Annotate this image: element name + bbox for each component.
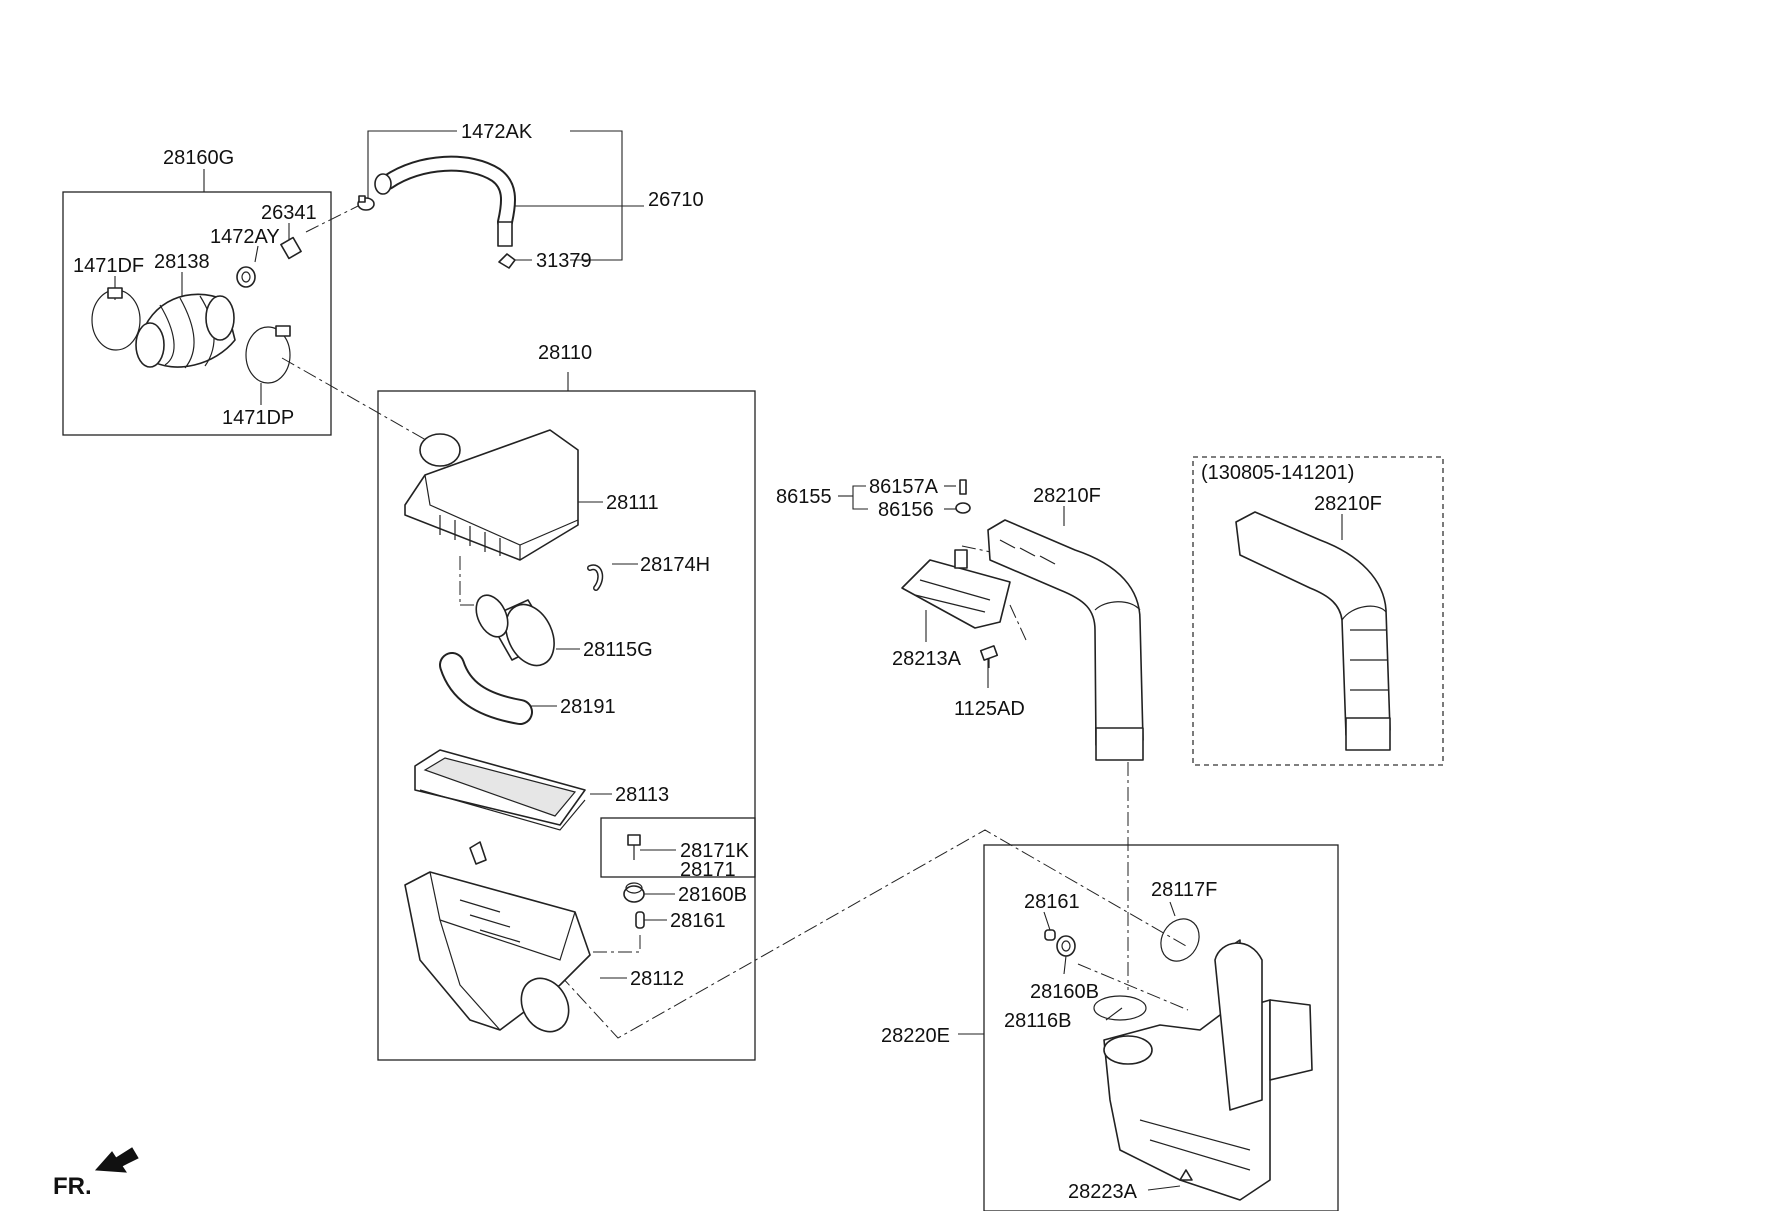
group-box-28110 [377, 390, 756, 1061]
label-1472AY: 1472AY [210, 226, 280, 248]
label-28113: 28113 [615, 784, 669, 806]
front-arrow-icon [94, 1147, 139, 1173]
seal-28116B-icon [1093, 995, 1147, 1021]
bolt-1125AD-icon [979, 645, 999, 668]
label-1471DF: 1471DF [73, 255, 144, 277]
clip-28223A-icon [1179, 1169, 1193, 1181]
label-28115G: 28115G [583, 639, 653, 661]
bracket-28213A-icon [901, 549, 1011, 629]
label-1125AD: 1125AD [954, 698, 1025, 720]
label-86157A: 86157A [869, 476, 939, 498]
hose-clamp-icon [357, 195, 375, 211]
intake-duct-28210F-icon [987, 519, 1144, 761]
nipple-26341-icon [280, 236, 302, 260]
clamp-1471DF-icon [91, 287, 141, 351]
label-28220E: 28220E [881, 1025, 950, 1047]
label-28116B: 28116B [1004, 1010, 1071, 1032]
label-86155: 86155 [776, 486, 832, 508]
seal-28117F-icon [1160, 918, 1200, 962]
label-28161-a: 28161 [670, 910, 726, 932]
resonator-28115G-icon [475, 594, 555, 667]
label-28112: 28112 [630, 968, 684, 990]
filter-element-28113-icon [414, 749, 586, 831]
label-31379: 31379 [536, 250, 592, 272]
clamp-1472AY-icon [236, 266, 256, 288]
label-1471DP: 1471DP [222, 407, 294, 429]
screw-86157A-icon [959, 479, 967, 495]
label-28171: 28171 [680, 859, 736, 881]
label-28138: 28138 [154, 251, 210, 273]
group-box-28160G [62, 191, 332, 436]
label-28213A: 28213A [892, 648, 962, 670]
clamp-1471DP-icon [245, 325, 291, 384]
duct-assembly-28220E-icon [1103, 939, 1313, 1201]
clip-31379-icon [498, 253, 516, 269]
label-26341: 26341 [261, 202, 317, 224]
label-1472AK: 1472AK [461, 121, 533, 143]
intake-duct-28210F-variant-icon [1235, 511, 1391, 751]
grommet-28160B-icon [623, 882, 645, 903]
label-28160G: 28160G [163, 147, 234, 169]
bolt-28171-icon [627, 834, 641, 860]
label-28110: 28110 [538, 342, 592, 364]
label-130805-141201: (130805-141201) [1201, 462, 1354, 484]
label-front: FR. [53, 1173, 92, 1200]
connection-lines [281, 202, 1189, 1039]
label-28117F: 28117F [1151, 879, 1217, 901]
intake-hose-28138-icon [135, 293, 236, 369]
label-28161-b: 28161 [1024, 891, 1080, 913]
air-cleaner-cover-28111-icon [404, 429, 579, 561]
group-box-28171 [600, 817, 756, 878]
part-labels: 28160G 1472AK 26710 26341 1472AY 1471DF … [53, 121, 1382, 1203]
label-28223A: 28223A [1068, 1181, 1138, 1203]
label-28171K: 28171K [680, 840, 750, 862]
group-box-28220E [983, 844, 1339, 1211]
breather-hose-icon [374, 155, 517, 247]
label-28210F-a: 28210F [1033, 485, 1101, 507]
grommet-28160B-b-icon [1056, 935, 1076, 957]
label-28191: 28191 [560, 696, 616, 718]
air-cleaner-body-28112-icon [404, 841, 591, 1033]
pin-28161-b-icon [1044, 929, 1056, 941]
label-28160B-b: 28160B [1030, 981, 1099, 1003]
label-28174H: 28174H [640, 554, 710, 576]
pin-28161-icon [635, 911, 645, 929]
nut-86156-icon [955, 502, 971, 514]
label-26710: 26710 [648, 189, 704, 211]
label-86156: 86156 [878, 499, 934, 521]
label-28111: 28111 [606, 492, 659, 514]
clip-28174H-icon [587, 564, 604, 591]
duct-28191-icon [439, 652, 533, 725]
label-28210F-b: 28210F [1314, 493, 1382, 515]
label-28160B-a: 28160B [678, 884, 747, 906]
